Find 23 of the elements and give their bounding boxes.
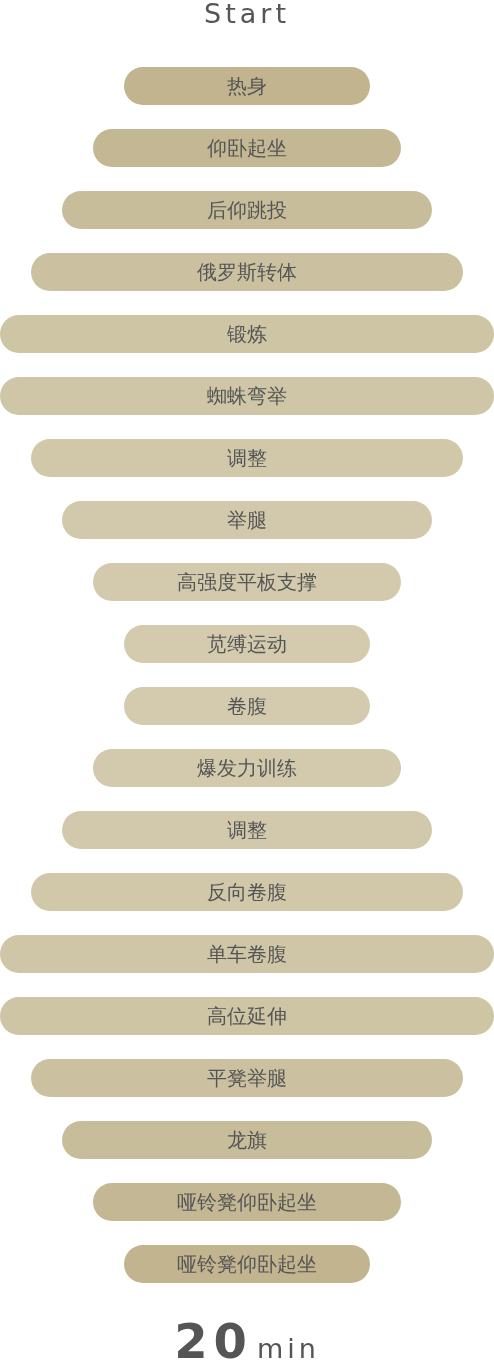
exercise-pill: 俄罗斯转体 xyxy=(31,253,463,291)
exercise-pill: 后仰跳投 xyxy=(62,191,432,229)
exercise-pill: 龙旗 xyxy=(62,1121,432,1159)
exercise-pill: 蜘蛛弯举 xyxy=(0,377,494,415)
exercise-pill: 哑铃凳仰卧起坐 xyxy=(124,1245,370,1283)
exercise-pill: 仰卧起坐 xyxy=(93,129,401,167)
exercise-pill: 苋缚运动 xyxy=(124,625,370,663)
duration-number: 20 xyxy=(174,1313,253,1365)
exercise-pill: 高强度平板支撑 xyxy=(93,563,401,601)
exercise-pill: 举腿 xyxy=(62,501,432,539)
start-label: Start xyxy=(203,0,291,30)
exercise-pill: 单车卷腹 xyxy=(0,935,494,973)
exercise-pill: 卷腹 xyxy=(124,687,370,725)
exercise-pill: 哑铃凳仰卧起坐 xyxy=(93,1183,401,1221)
exercise-pill: 热身 xyxy=(124,67,370,105)
exercise-pill: 平凳举腿 xyxy=(31,1059,463,1097)
exercise-pill: 高位延伸 xyxy=(0,997,494,1035)
exercise-pill: 调整 xyxy=(31,439,463,477)
exercise-pill: 调整 xyxy=(62,811,432,849)
duration-unit: min xyxy=(256,1333,320,1365)
exercise-pill: 锻炼 xyxy=(0,315,494,353)
exercise-pill: 反向卷腹 xyxy=(31,873,463,911)
exercise-pill: 爆发力训练 xyxy=(93,749,401,787)
